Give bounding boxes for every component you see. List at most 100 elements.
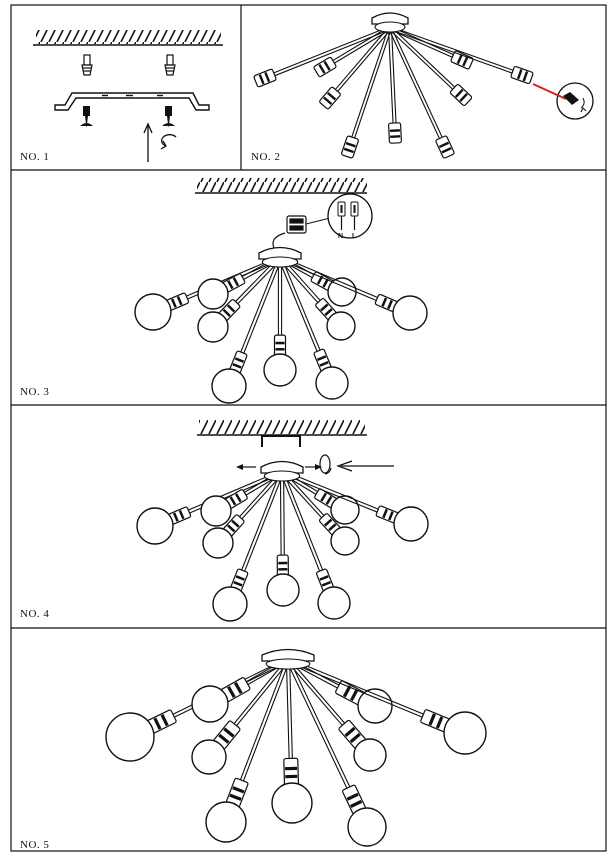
bulb-socket [388,122,402,144]
lamp-arm [334,26,390,90]
light-bulb [326,311,356,341]
canopy-base [374,21,406,33]
lamp-arm [282,471,324,571]
screw [162,106,175,128]
light-bulb [315,366,349,400]
lamp-arm [239,659,288,780]
step-label: NO. 1 [20,151,49,163]
canopy-base [261,256,299,268]
lamp-arm [288,658,346,724]
lamp-arm [289,659,293,759]
ceiling-hatch [197,420,367,436]
lamp-arm [389,28,453,58]
lamp-arm [354,28,392,139]
step-label: NO. 3 [20,386,49,398]
bulb-socket [319,86,341,110]
lamp-arm [243,258,282,354]
bulb-socket [449,84,473,106]
lamp-arm [240,257,280,353]
bulb-socket [230,568,249,593]
lamp-arm [280,257,321,351]
lamp-arm [389,28,513,74]
light-bulb [330,526,360,556]
live-wire-label: L [352,233,357,240]
bulb-socket [435,135,455,159]
lamp-arm [288,658,424,715]
light-bulb [197,278,229,310]
canopy-base [265,658,311,670]
lamp-arm [273,26,390,74]
ceiling-canopy [261,648,315,662]
lamp-arm [236,660,290,727]
lamp-arm [390,27,443,138]
bulb-socket [253,68,277,88]
step-2-panel: NO. 2 [251,12,594,163]
bulb-socket [374,293,399,313]
step-label: NO. 2 [251,151,280,163]
light-bulb [353,738,387,772]
light-bulb [136,507,174,545]
light-bulb [212,586,248,622]
lamp-arm [287,660,423,718]
lamp-arm [388,28,454,90]
lamp-arm [332,26,390,62]
lamp-arm [390,26,514,71]
light-bulb [263,353,297,387]
lamp-arm [279,258,377,301]
lamp-arm [387,28,394,124]
bulb-socket [146,709,177,734]
bulb-socket [283,757,300,786]
light-bulb [392,295,428,331]
bulb-socket [213,720,241,750]
step-3-panel: N L NO. 3 [20,178,428,404]
step-1-panel: NO. 1 [20,30,223,163]
step-label: NO. 4 [20,608,49,620]
lamp-arm [285,660,290,759]
lamp-arm [233,658,288,725]
bulb-socket [450,50,474,70]
lamp-arm [337,28,392,92]
fixture-assembled [105,648,487,847]
light-bulb [271,782,313,824]
step-4-panel: NO. 4 [20,420,429,622]
light-bulb [443,711,487,755]
mounting-bracket [54,92,210,111]
ceiling-hatch [195,178,367,194]
light-bulb [191,685,229,723]
screw [80,106,93,128]
screw-tighten-icon [319,454,332,475]
light-bulb [105,712,155,762]
bulb-socket [342,784,366,815]
bulb-socket [341,135,359,159]
step-label: NO. 5 [20,839,49,851]
fixture-with-bulbs [136,460,429,622]
step-5-panel: NO. 5 [20,648,487,851]
lamp-arm [278,258,318,352]
bulb-insert-detail [532,82,594,120]
light-bulb [134,293,172,331]
fixture-without-bulbs [253,12,534,159]
light-bulb [202,527,234,559]
wall-anchor [164,54,176,76]
lamp-arm [281,472,378,513]
panel-frame [10,4,607,852]
light-bulb [205,801,247,843]
up-arrow-icon [143,122,153,162]
lamp-arm [388,28,440,139]
lamp-arm [280,472,321,572]
ceiling-canopy [371,12,409,25]
mounting-bracket [261,435,301,447]
canopy-base [263,470,301,482]
lamp-arm [241,471,282,571]
lamp-arm [242,660,291,782]
lamp-arm [244,472,285,572]
lamp-arm [286,660,348,789]
fixture-with-bulbs [134,246,428,404]
insert-arrow-icon [336,460,394,472]
bulb-socket [510,65,534,85]
lamp-arm [279,472,282,556]
light-bulb [317,586,351,620]
light-bulb [191,739,227,775]
light-bulb [197,311,229,343]
